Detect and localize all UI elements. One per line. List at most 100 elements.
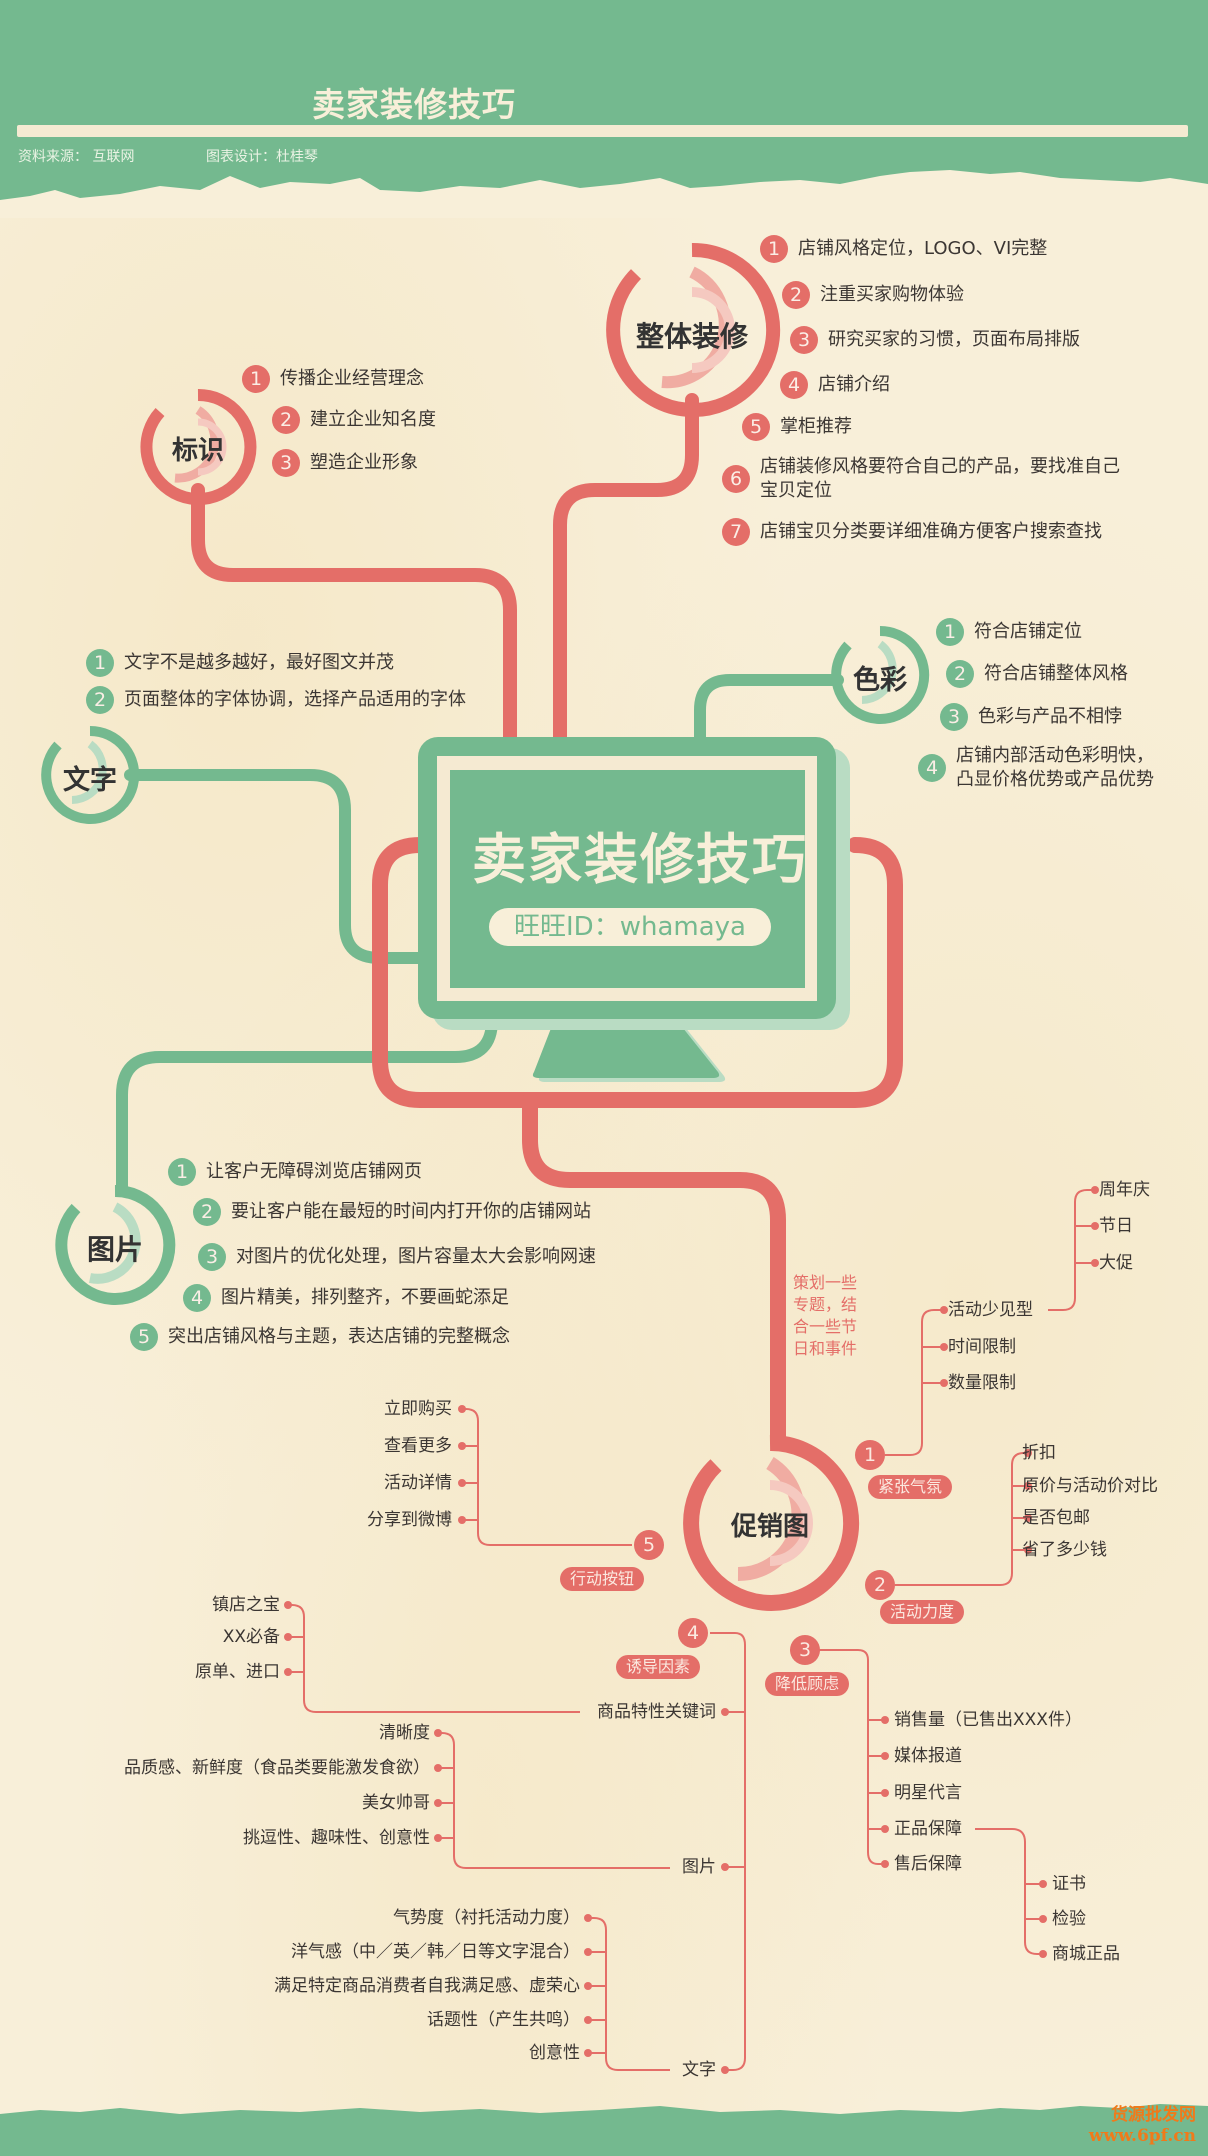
item-text: 店铺风格定位，LOGO、VI完整 bbox=[798, 238, 1048, 259]
hub-ring-biaoshi bbox=[140, 388, 257, 505]
item-text: 让客户无障碍浏览店铺网页 bbox=[206, 1161, 422, 1182]
leaf-item: 活动少见型 bbox=[948, 1300, 1033, 1320]
list-item: 3 研究买家的习惯，页面布局排版 bbox=[790, 326, 1080, 354]
leaf-item: 媒体报道 bbox=[894, 1746, 962, 1766]
leaf-item: 美女帅哥 bbox=[362, 1793, 430, 1813]
leaf-item: 正品保障 bbox=[894, 1819, 962, 1839]
hub-tupian: 图片 bbox=[86, 1233, 143, 1266]
item-text: 符合店铺整体风格 bbox=[984, 663, 1128, 684]
list-item: 1 店铺风格定位，LOGO、VI完整 bbox=[760, 235, 1048, 263]
leaf-item: 明星代言 bbox=[894, 1783, 962, 1803]
group-label: 降低顾虑 bbox=[765, 1672, 850, 1696]
leaf-item: 满足特定商品消费者自我满足感、虚荣心 bbox=[274, 1976, 580, 1996]
group-number: 4 bbox=[678, 1618, 708, 1648]
item-text: 图片精美，排列整齐，不要画蛇添足 bbox=[221, 1287, 509, 1308]
list-item: 3 色彩与产品不相悖 bbox=[940, 703, 1122, 731]
item-text: 文字不是越多越好，最好图文并茂 bbox=[124, 652, 394, 673]
item-text: 色彩与产品不相悖 bbox=[978, 706, 1122, 727]
leaf-item: 创意性 bbox=[529, 2043, 580, 2063]
leaf-item: 节日 bbox=[1099, 1216, 1133, 1236]
leaf-item: 活动详情 bbox=[384, 1473, 452, 1493]
leaf-item: 分享到微博 bbox=[367, 1510, 452, 1530]
leaf-item: 镇店之宝 bbox=[212, 1595, 280, 1615]
leaf-item: 时间限制 bbox=[948, 1337, 1016, 1357]
footer-torn-edge bbox=[0, 2104, 1208, 2156]
source-credit: 资料来源： 互联网 bbox=[18, 149, 135, 165]
number-badge: 3 bbox=[940, 703, 968, 731]
wangwang-id: 旺旺ID：whamaya bbox=[489, 908, 771, 946]
item-text: 研究买家的习惯，页面布局排版 bbox=[828, 329, 1080, 350]
list-item: 3 塑造企业形象 bbox=[272, 449, 418, 477]
item-text: 突出店铺风格与主题，表达店铺的完整概念 bbox=[168, 1326, 510, 1347]
group-number: 1 bbox=[855, 1440, 885, 1470]
number-badge: 6 bbox=[722, 465, 750, 493]
group-number: 5 bbox=[634, 1530, 664, 1560]
group-number: 2 bbox=[865, 1570, 895, 1600]
number-badge: 1 bbox=[242, 365, 270, 393]
leaf-item: 清晰度 bbox=[379, 1723, 430, 1743]
note-line: 策划一些 bbox=[793, 1273, 858, 1292]
group-label: 紧张气氛 bbox=[868, 1475, 953, 1499]
list-item: 2 要让客户能在最短的时间内打开你的店铺网站 bbox=[193, 1198, 591, 1226]
leaf-item: 周年庆 bbox=[1099, 1180, 1150, 1200]
hub-ring-secai bbox=[831, 625, 930, 724]
leaf-item: 挑逗性、趣味性、创意性 bbox=[243, 1828, 430, 1848]
leaf-item: 原单、进口 bbox=[195, 1662, 280, 1682]
leaf-item: 检验 bbox=[1052, 1909, 1086, 1929]
keyword-label: 商品特性关键词 bbox=[597, 1702, 716, 1722]
item-text: 注重买家购物体验 bbox=[820, 284, 964, 305]
leaf-item: 原价与活动价对比 bbox=[1022, 1476, 1158, 1496]
item-text: 店铺宝贝分类要详细准确方便客户搜索查找 bbox=[760, 521, 1102, 542]
leaf-item: 证书 bbox=[1052, 1874, 1086, 1894]
monitor-icon bbox=[418, 737, 850, 1082]
hub-ring-tupian bbox=[55, 1184, 176, 1305]
leaf-item: 商城正品 bbox=[1052, 1944, 1120, 1964]
item-text: 塑造企业形象 bbox=[310, 452, 418, 473]
picture-label: 图片 bbox=[682, 1857, 716, 1877]
note-line: 专题，结 bbox=[793, 1295, 858, 1314]
item-text: 要让客户能在最短的时间内打开你的店铺网站 bbox=[231, 1201, 591, 1222]
list-item: 1 文字不是越多越好，最好图文并茂 bbox=[86, 649, 394, 677]
hub-zhengti: 整体装修 bbox=[635, 320, 748, 353]
list-item: 4 图片精美，排列整齐，不要画蛇添足 bbox=[183, 1284, 509, 1312]
leaf-item: 是否包邮 bbox=[1022, 1508, 1090, 1528]
item-text: 对图片的优化处理，图片容量太大会影响网速 bbox=[236, 1246, 596, 1267]
item-text: 掌柜推荐 bbox=[780, 416, 852, 437]
watermark-url: www.6pf.cn bbox=[1088, 2126, 1196, 2146]
leaf-item: 销售量（已售出XXX件） bbox=[894, 1710, 1082, 1730]
hub-ring-zhengti bbox=[606, 242, 781, 417]
leaf-item: 话题性（产生共鸣） bbox=[427, 2010, 580, 2030]
number-badge: 1 bbox=[86, 649, 114, 677]
number-badge: 2 bbox=[193, 1198, 221, 1226]
hub-ring-cuxiao bbox=[683, 1434, 860, 1611]
hub-cuxiao: 促销图 bbox=[730, 1512, 809, 1542]
number-badge: 3 bbox=[272, 449, 300, 477]
item-text: 店铺介绍 bbox=[818, 374, 890, 395]
item-text: 建立企业知名度 bbox=[310, 409, 436, 430]
item-text-line2: 凸显价格优势或产品优势 bbox=[956, 769, 1154, 790]
number-badge: 4 bbox=[183, 1284, 211, 1312]
leaf-item: 折扣 bbox=[1022, 1443, 1056, 1463]
number-badge: 2 bbox=[946, 660, 974, 688]
number-badge: 4 bbox=[918, 754, 946, 782]
hub-biaoshi: 标识 bbox=[171, 436, 224, 466]
number-badge: 2 bbox=[782, 281, 810, 309]
hub-secai: 色彩 bbox=[853, 665, 907, 696]
number-badge: 3 bbox=[790, 326, 818, 354]
group-label: 行动按钮 bbox=[560, 1567, 645, 1591]
list-item: 1 传播企业经营理念 bbox=[242, 365, 424, 393]
item-text: 传播企业经营理念 bbox=[280, 368, 424, 389]
header-banner bbox=[0, 0, 1208, 200]
group-label: 诱导因素 bbox=[616, 1655, 701, 1679]
header-title: 卖家装修技巧 bbox=[312, 85, 516, 124]
cuxiao-note: 策划一些 专题，结 合一些节 日和事件 bbox=[793, 1272, 875, 1360]
list-item: 2 注重买家购物体验 bbox=[782, 281, 964, 309]
number-badge: 1 bbox=[760, 235, 788, 263]
